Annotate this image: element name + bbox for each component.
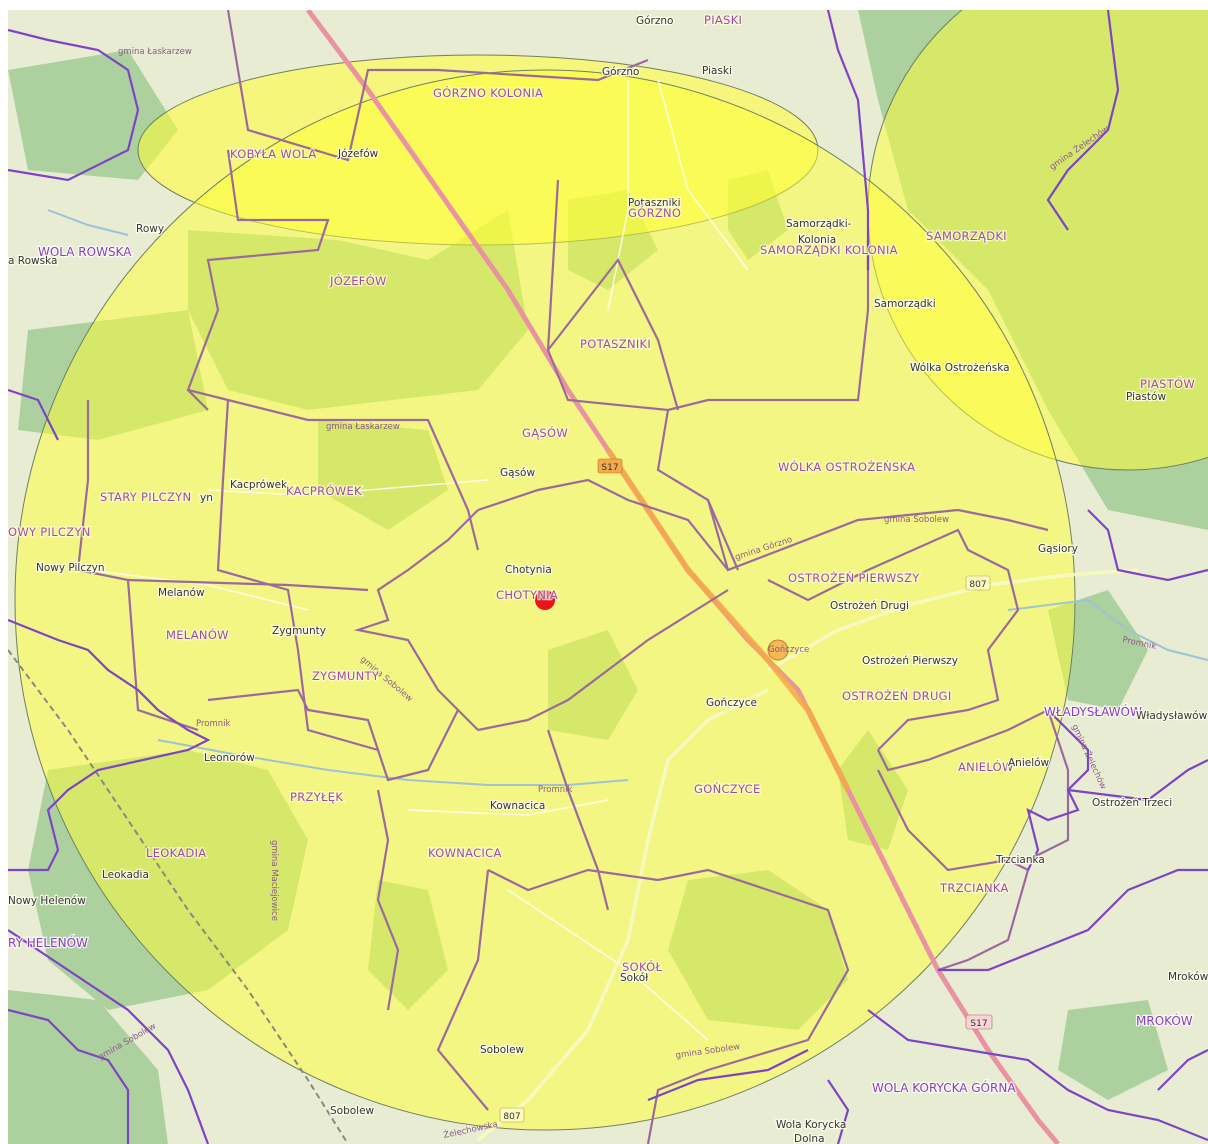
label-wladyslawow-caps: WŁADYSŁAWÓW — [1044, 704, 1142, 719]
label-ostrozen-pierwszy-place: Ostrożeń Pierwszy — [862, 655, 958, 667]
label-samorzadki-kolonia-caps: SAMORZĄDKI KOLONIA — [760, 243, 898, 257]
label-samorzadki-kolonia-place-2: Kolonia — [798, 234, 836, 246]
label-piastow-caps: PIASTÓW — [1140, 376, 1195, 391]
label-mrokow-caps: MROKÓW — [1136, 1013, 1193, 1028]
label-chotynia-caps: CHOTYNIA — [496, 588, 558, 602]
gmina-borders — [8, 10, 1208, 1144]
admin-borders — [76, 10, 1070, 1144]
road-807-shield-b — [499, 1107, 525, 1123]
label-ostrozen-pierwszy-caps: OSTROŻEŃ PIERWSZY — [788, 570, 920, 585]
label-wola-rowska: WOLA ROWSKA — [38, 245, 132, 259]
label-gasow-caps: GĄSÓW — [522, 425, 568, 440]
label-gorzno-town: Górzno — [602, 66, 639, 78]
label-nowy-helenow-place: Nowy Helenów — [8, 895, 86, 907]
label-samorzadki-caps: SAMORZĄDKI — [926, 229, 1007, 243]
label-wola-korycka-gorna: WOLA KORYCKA GÓRNA — [872, 1080, 1016, 1095]
label-samorzadki-place: Samorządki — [874, 298, 936, 310]
label-wola-korycka-place-1: Wola Korycka — [776, 1119, 846, 1131]
label-gorzno-caps: GÓRZNO — [628, 205, 681, 220]
road-807-east — [767, 568, 1139, 672]
label-leokadia-caps: LEOKADIA — [146, 846, 206, 860]
label-anielow-caps: ANIELÓW — [958, 759, 1014, 774]
map-labels: Górzno PIASKI Piaski Górzno GÓRZNO KOLON… — [8, 12, 1208, 1144]
s17-shield-a-label: S17 — [601, 463, 618, 473]
label-jozefow-place: Józefów — [337, 148, 379, 160]
label-trzcianka-place: Trzcianka — [995, 854, 1045, 866]
label-kobyla-wola: KOBYŁA WOLA — [230, 147, 317, 161]
label-jozefow-caps: JÓZEFÓW — [329, 273, 387, 288]
junction-gonczyce — [767, 639, 789, 661]
label-gmina-laskarzew-1: gmina Łaskarzew — [118, 47, 192, 57]
label-rowy: Rowy — [136, 223, 164, 235]
map-canvas: S17 807 S17 807 Gończyce Górzno PIASKI P… — [8, 10, 1208, 1144]
label-potaszniki-place: Potaszniki — [628, 197, 681, 209]
label-wolka-ostrozenska-place: Wólka Ostrożeńska — [910, 362, 1010, 374]
road-807-shield-a — [965, 575, 991, 591]
label-gorzno-kolonia: GÓRZNO KOLONIA — [433, 85, 543, 100]
label-promnik-3: Promnik — [538, 785, 573, 795]
label-leonorow: Leonorów — [204, 752, 255, 764]
label-przylek: PRZYŁĘK — [290, 790, 343, 804]
s17-shield-b — [965, 1014, 993, 1030]
label-zygmunty-caps: ZYGMUNTY — [312, 669, 380, 683]
label-gonczyce-caps: GOŃCZYCE — [694, 781, 761, 796]
label-gorzno-top: Górzno — [636, 15, 673, 27]
label-sokol-place: Sokół — [620, 972, 648, 984]
label-nowy-pilczyn-place: Nowy Pilczyn — [36, 562, 105, 574]
label-pilczyn-frag: yn — [200, 492, 213, 504]
label-piaski-caps: PIASKI — [704, 13, 742, 27]
label-melanow-caps: MELANÓW — [166, 627, 229, 642]
label-ostrozen-trzeci: Ostrożeń Trzeci — [1092, 797, 1172, 809]
road-807-shield-b-label: 807 — [503, 1112, 520, 1122]
label-sokol-caps: SOKÓŁ — [622, 959, 663, 974]
label-zygmunty-place: Zygmunty — [272, 625, 326, 637]
label-samorzadki-kolonia-place-1: Samorządki- — [786, 218, 852, 230]
label-trzcianka-caps: TRZCIANKA — [939, 881, 1009, 895]
label-leokadia-place: Leokadia — [102, 869, 149, 881]
road-shields: S17 807 S17 807 — [499, 458, 993, 1123]
label-nowy-helenow-caps: RY HELENÓW — [8, 935, 88, 950]
location-marker[interactable] — [535, 590, 555, 610]
label-kacprowek-caps: KACPRÓWEK — [286, 483, 362, 498]
label-gmina-laskarzew-2: gmina Łaskarzew — [326, 422, 400, 432]
label-gasiory: Gąsiory — [1038, 543, 1078, 555]
label-stary-pilczyn: STARY PILCZYN — [100, 490, 191, 504]
label-potaszniki-caps: POTASZNIKI — [580, 337, 651, 351]
label-ostrozen-drugi-place: Ostrożeń Drugi — [830, 600, 909, 612]
label-piaski: Piaski — [702, 65, 732, 77]
label-anielow-place: Anielów — [1008, 757, 1050, 769]
label-sobolew-town: Sobolew — [330, 1105, 375, 1117]
label-mrokow-place: Mroków — [1168, 971, 1208, 983]
minor-roads — [87, 79, 749, 1041]
road-807-south — [476, 688, 769, 1142]
label-gmina-sobolew-1: gmina Sobolew — [884, 515, 949, 525]
railway — [8, 649, 349, 1144]
label-wladyslawow-place: Władysławów — [1136, 710, 1208, 722]
label-rowska: a Rowska — [8, 255, 57, 267]
label-melanow-place: Melanów — [158, 587, 205, 599]
rivers — [47, 209, 1208, 786]
label-sobolew-place: Sobolew — [480, 1044, 525, 1056]
label-kownacica-caps: KOWNACICA — [428, 846, 502, 860]
label-nowy-pilczyn-caps: OWY PILCZYN — [8, 525, 91, 539]
junction-gonczyce-label: Gończyce — [768, 645, 809, 655]
s17-shield-b-label: S17 — [970, 1019, 987, 1029]
label-wolka-ostrozenska-caps: WÓLKA OSTROŻEŃSKA — [778, 459, 915, 474]
road-807-shield-a-label: 807 — [969, 580, 986, 590]
map-view[interactable]: S17 807 S17 807 Gończyce Górzno PIASKI P… — [8, 10, 1208, 1144]
label-gasow-place: Gąsów — [500, 467, 535, 479]
label-ostrozen-drugi-caps: OSTROŻEŃ DRUGI — [842, 688, 952, 703]
label-kacprowek-place: Kacprówek — [230, 479, 288, 491]
label-kownacica-place: Kownacica — [490, 800, 545, 812]
s17-shield-a — [597, 458, 623, 474]
label-gonczyce-place: Gończyce — [706, 697, 757, 709]
label-piastow-place: Piastów — [1126, 391, 1166, 403]
expressway-s17-upgrade — [605, 448, 851, 792]
label-wola-korycka-place-2: Dolna — [794, 1133, 825, 1144]
label-chotynia-place: Chotynia — [505, 564, 552, 576]
label-promnik-2: Promnik — [196, 719, 231, 729]
label-gmina-maciejowice: gmina Maciejowice — [269, 840, 279, 921]
